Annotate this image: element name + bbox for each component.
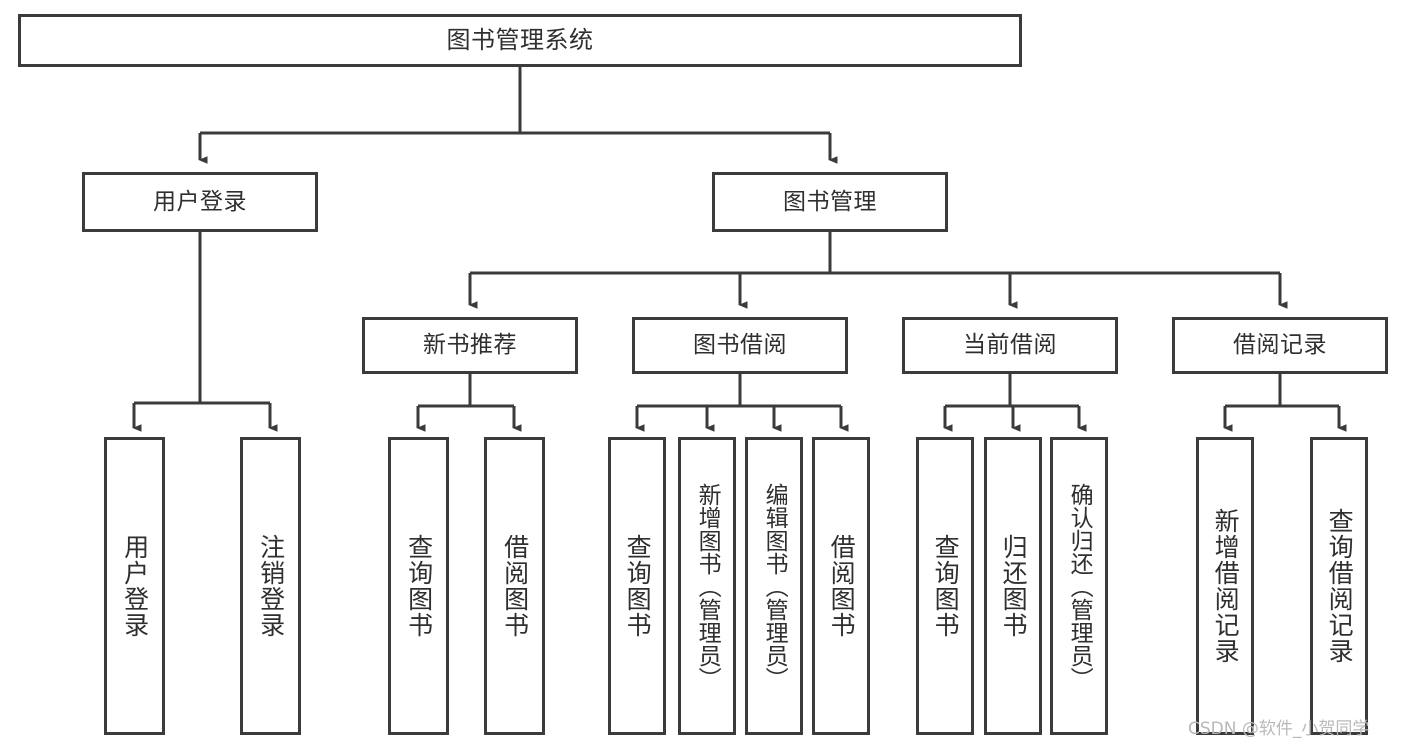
node-current-borrow[interactable]: 当前借阅	[902, 317, 1118, 374]
node-label: 新增借阅记录	[1211, 508, 1241, 664]
node-leaf-add-book-admin[interactable]: 新增图书（管理员）	[678, 437, 736, 735]
node-label: 用户登录	[120, 534, 150, 638]
node-label: 查询图书	[931, 534, 961, 638]
node-label: 注销登录	[256, 534, 286, 638]
node-label: 图书管理	[783, 188, 877, 215]
node-label: 借阅记录	[1233, 332, 1327, 359]
node-leaf-user-logout[interactable]: 注销登录	[240, 437, 301, 735]
node-root-system[interactable]: 图书管理系统	[18, 14, 1022, 67]
node-leaf-edit-book-admin[interactable]: 编辑图书（管理员）	[745, 437, 803, 735]
node-label: 用户登录	[153, 188, 247, 215]
node-book-manage[interactable]: 图书管理	[712, 172, 948, 232]
node-leaf-query-book-rec[interactable]: 查询图书	[388, 437, 449, 735]
node-book-borrow[interactable]: 图书借阅	[632, 317, 848, 374]
node-leaf-borrow-book[interactable]: 借阅图书	[812, 437, 870, 735]
node-new-book-recommend[interactable]: 新书推荐	[362, 317, 578, 374]
node-label: 当前借阅	[963, 332, 1057, 359]
node-label: 确认归还（管理员）	[1066, 482, 1093, 690]
node-label: 新增图书（管理员）	[694, 482, 721, 690]
node-label: 归还图书	[999, 534, 1029, 638]
node-label: 新书推荐	[423, 332, 517, 359]
node-user-login[interactable]: 用户登录	[82, 172, 318, 232]
node-label: 编辑图书（管理员）	[761, 482, 788, 690]
node-leaf-confirm-return-admin[interactable]: 确认归还（管理员）	[1050, 437, 1108, 735]
node-label: 图书借阅	[693, 332, 787, 359]
node-leaf-return-book[interactable]: 归还图书	[984, 437, 1042, 735]
node-leaf-user-login[interactable]: 用户登录	[104, 437, 165, 735]
node-leaf-borrow-book-rec[interactable]: 借阅图书	[484, 437, 545, 735]
node-leaf-query-book-cur[interactable]: 查询图书	[916, 437, 974, 735]
node-leaf-add-borrow-record[interactable]: 新增借阅记录	[1196, 437, 1254, 735]
node-label: 查询借阅记录	[1325, 508, 1355, 664]
node-label: 查询图书	[404, 534, 434, 638]
node-leaf-query-book-borrow[interactable]: 查询图书	[608, 437, 666, 735]
node-label: 借阅图书	[827, 534, 857, 638]
node-borrow-record[interactable]: 借阅记录	[1172, 317, 1388, 374]
node-label: 借阅图书	[500, 534, 530, 638]
csdn-watermark: CSDN @软件_小贺同学	[1188, 719, 1370, 739]
node-leaf-query-borrow-record[interactable]: 查询借阅记录	[1310, 437, 1368, 735]
node-label: 图书管理系统	[446, 25, 594, 54]
node-label: 查询图书	[623, 534, 653, 638]
